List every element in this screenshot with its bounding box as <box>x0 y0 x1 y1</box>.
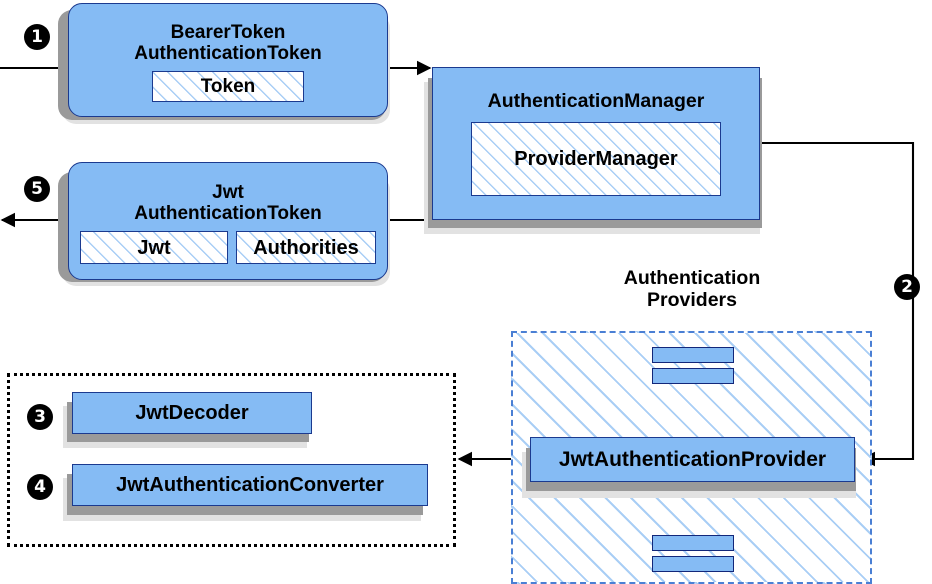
node-authentication-manager[interactable]: AuthenticationManager ProviderManager <box>432 67 760 220</box>
jwt-token-title: Jwt AuthenticationToken <box>134 181 322 224</box>
authentication-providers-label: Authentication Providers <box>623 267 761 311</box>
provider-collaborator-bar-top-1 <box>652 347 734 363</box>
jwt-support-region <box>7 373 456 547</box>
provider-collaborator-bar-bottom-2 <box>652 556 734 572</box>
step-marker-4: 4 <box>27 474 53 500</box>
bearer-token-title: BearerToken AuthenticationToken <box>134 21 322 64</box>
step-marker-3: 3 <box>27 404 53 430</box>
bearer-token-field-token: Token <box>152 71 304 103</box>
node-jwt-decoder[interactable]: JwtDecoder <box>72 392 312 434</box>
provider-collaborator-bar-bottom-1 <box>652 535 734 551</box>
step-marker-1: 1 <box>24 24 50 50</box>
node-jwt-authentication-provider[interactable]: JwtAuthenticationProvider <box>530 437 855 482</box>
step-marker-2: 2 <box>894 274 920 300</box>
provider-collaborator-bar-top-2 <box>652 368 734 384</box>
jwt-token-field-authorities: Authorities <box>236 231 376 265</box>
node-jwt-authentication-converter[interactable]: JwtAuthenticationConverter <box>72 464 428 506</box>
authentication-manager-title: AuthenticationManager <box>487 90 705 113</box>
jwt-token-field-jwt: Jwt <box>80 231 228 265</box>
node-jwt-authentication-token[interactable]: Jwt AuthenticationToken Jwt Authorities <box>68 162 388 280</box>
arrow-manager-to-provider <box>760 141 915 467</box>
step-marker-5: 5 <box>24 176 50 202</box>
node-bearer-token-authentication-token[interactable]: BearerToken AuthenticationToken Token <box>68 3 388 117</box>
authentication-manager-field-provider-manager: ProviderManager <box>471 121 721 196</box>
